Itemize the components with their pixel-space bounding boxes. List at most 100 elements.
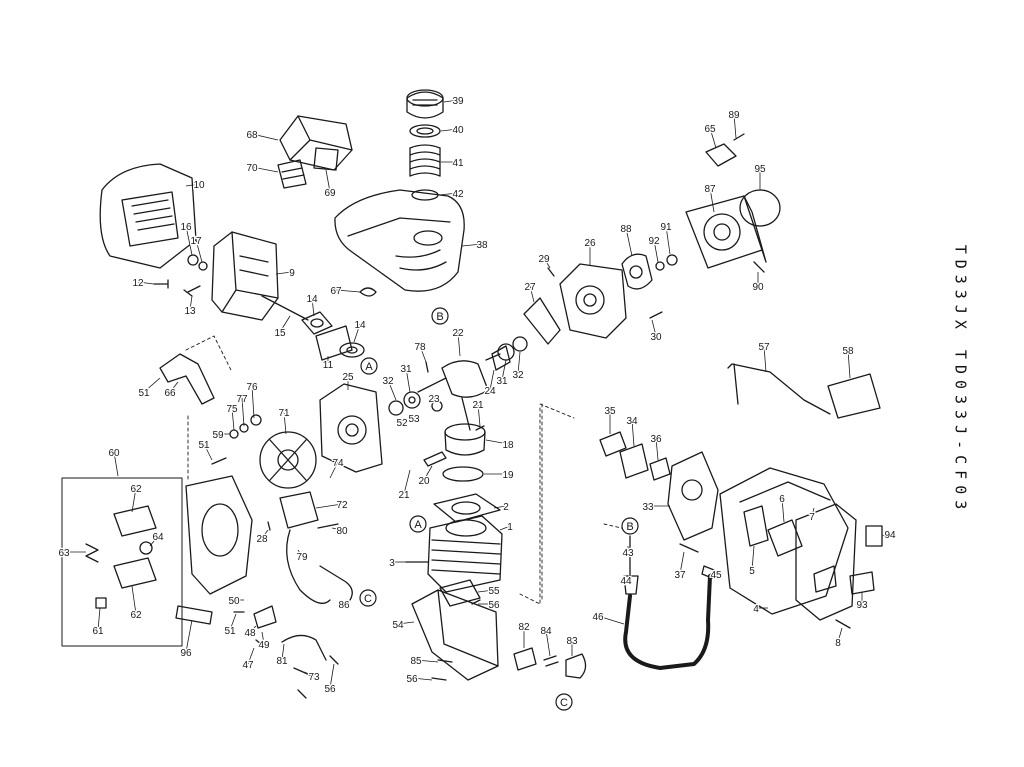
callout-label-70: 70: [246, 163, 258, 174]
callout-leader-1: [499, 525, 511, 531]
callout-leader-31a: [405, 367, 411, 393]
callout-label-40: 40: [452, 125, 464, 136]
callout-leader-72: [315, 503, 343, 509]
callout-label-32b: 32: [512, 370, 524, 381]
callout-label-65: 65: [704, 124, 716, 135]
callout-label-96: 96: [180, 648, 192, 659]
callout-label-39: 39: [452, 96, 464, 107]
gasket-36: [649, 457, 671, 481]
screw-12: [153, 279, 169, 289]
callout-label-9: 9: [289, 268, 295, 279]
callout-leader-73: [303, 671, 315, 677]
callout-leader-56b: [411, 677, 433, 681]
callout-leader-21b: [403, 469, 411, 495]
guard-54: [411, 589, 499, 681]
screw-90: [753, 261, 765, 273]
gasket-14a: [301, 311, 333, 335]
callout-label-7: 7: [809, 512, 815, 523]
callout-leader-66: [169, 381, 179, 393]
terminal-73: [293, 667, 313, 699]
plug-cap-83: [565, 653, 587, 679]
callout-leader-57: [763, 345, 767, 373]
callout-leader-86: [343, 599, 347, 605]
callout-leader-15: [279, 315, 291, 333]
callout-label-23: 23: [428, 394, 440, 405]
callout-label-48: 48: [244, 628, 256, 639]
callout-leader-74: [329, 461, 339, 479]
callout-leader-32b: [517, 351, 521, 375]
callout-leader-92: [653, 239, 659, 263]
callout-label-81: 81: [276, 656, 288, 667]
screw-56b: [431, 677, 447, 681]
callout-leader-20: [423, 465, 433, 481]
callout-label-91: 91: [660, 222, 672, 233]
callout-leader-51a: [143, 377, 161, 393]
gasket-27: [523, 297, 561, 345]
callout-leader-58: [847, 349, 851, 379]
callout-label-54: 54: [392, 620, 404, 631]
reference-marker-B1: B: [431, 307, 449, 325]
callout-leader-81: [281, 643, 285, 661]
callout-label-76: 76: [246, 382, 258, 393]
gasket-40: [409, 124, 441, 138]
reference-marker-C2: C: [555, 693, 573, 711]
callout-leader-13: [189, 295, 193, 311]
stopper-28: [267, 521, 271, 531]
callout-leader-34: [631, 419, 635, 447]
reference-marker-C1: C: [359, 589, 377, 607]
callout-label-80: 80: [336, 526, 348, 537]
air-cleaner-cover-10: [99, 163, 197, 269]
callout-label-5: 5: [749, 566, 755, 577]
callout-leader-78: [419, 345, 427, 363]
callout-leader-5: [751, 545, 755, 571]
reference-marker-letter: C: [364, 593, 372, 605]
callout-label-56b: 56: [406, 674, 418, 685]
screw-30: [649, 311, 663, 319]
callout-label-68: 68: [246, 130, 258, 141]
gasket-55: [439, 579, 481, 607]
callout-label-11: 11: [323, 360, 334, 371]
bearing-31a: [403, 391, 421, 409]
fuel-cap-39: [406, 89, 444, 119]
callout-label-52: 52: [396, 418, 408, 429]
callout-label-69: 69: [324, 188, 336, 199]
callout-label-92: 92: [648, 236, 660, 247]
grip-58: [827, 373, 881, 419]
air-cleaner-case-9: [211, 231, 279, 321]
callout-label-33: 33: [642, 502, 654, 513]
bracket-65: [705, 143, 737, 167]
callout-label-24: 24: [484, 386, 496, 397]
callout-label-88: 88: [620, 224, 632, 235]
callout-label-56a: 56: [488, 600, 500, 611]
reference-marker-letter: B: [436, 311, 443, 323]
callout-leader-8: [837, 627, 843, 643]
callout-label-6: 6: [779, 494, 785, 505]
callout-label-42: 42: [452, 189, 464, 200]
reference-marker-ring: [409, 515, 427, 533]
joint-45: [701, 565, 715, 579]
callout-leader-14a: [311, 297, 315, 317]
callout-leader-6: [781, 497, 785, 523]
callout-leader-55: [477, 589, 495, 593]
callout-leader-91: [665, 225, 671, 255]
screw-89: [733, 133, 745, 141]
callout-leader-61: [97, 607, 101, 631]
screw-13: [183, 285, 201, 297]
callout-label-51b: 51: [198, 440, 210, 451]
callout-label-47: 47: [242, 660, 254, 671]
pad-70: [277, 159, 307, 189]
callout-label-71: 71: [278, 408, 290, 419]
callout-leader-76: [251, 385, 255, 419]
ring-19: [442, 466, 484, 482]
callout-leader-29: [543, 257, 551, 269]
callout-label-44: 44: [620, 576, 632, 587]
gasket-14b: [339, 342, 365, 358]
pad-69: [313, 147, 339, 171]
strainer-41: [409, 144, 441, 177]
callout-label-95: 95: [754, 164, 766, 175]
callout-label-17: 17: [190, 236, 202, 247]
callout-leader-79: [297, 549, 303, 557]
callout-leader-67: [335, 289, 361, 293]
callout-label-87: 87: [704, 184, 716, 195]
